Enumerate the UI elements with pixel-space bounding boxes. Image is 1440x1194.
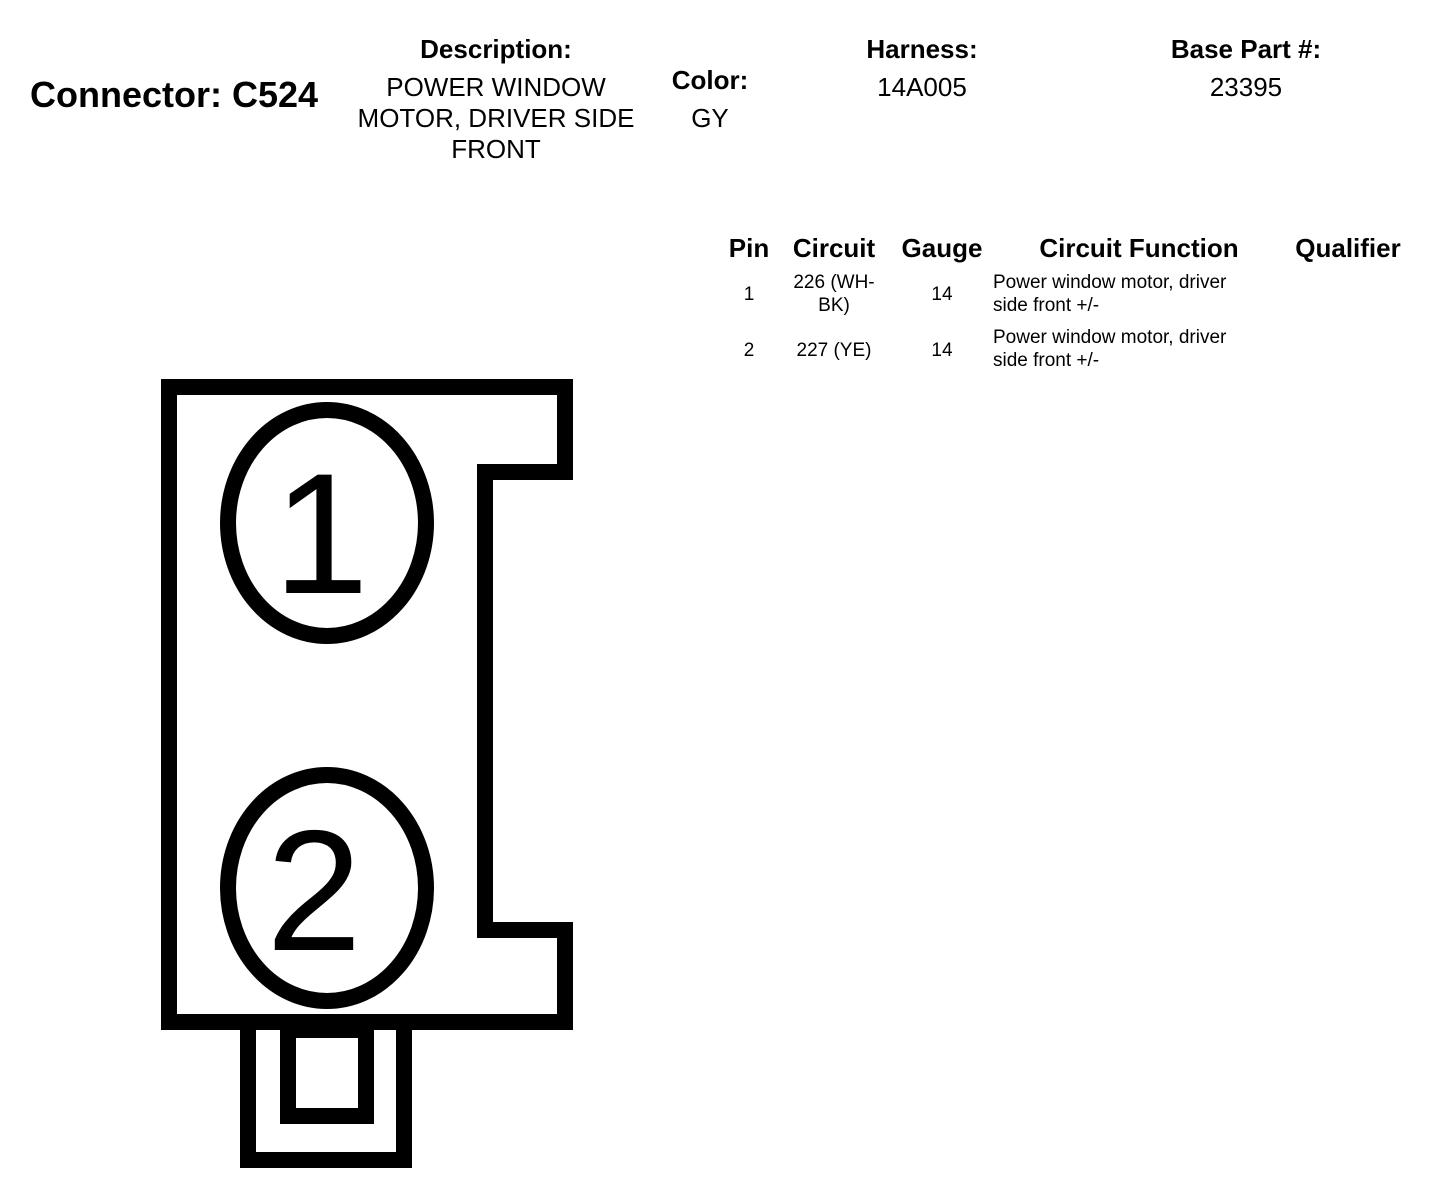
pin-2-cavity bbox=[220, 767, 434, 1009]
gauge-cell: 14 bbox=[931, 340, 953, 361]
circuit-line: BK) bbox=[818, 295, 850, 316]
description-line: MOTOR, DRIVER SIDE bbox=[357, 103, 635, 133]
harness-label: Harness: bbox=[866, 34, 978, 64]
column-header-gauge: Gauge bbox=[901, 233, 983, 263]
circuit-cell: 227 (YE) bbox=[779, 339, 889, 362]
column-header-qualifier: Qualifier bbox=[1295, 233, 1401, 263]
circuit-function-cell: Power window motor, driver side front +/… bbox=[993, 326, 1273, 372]
circuit-line: 227 (YE) bbox=[796, 340, 872, 361]
pin-1-cavity bbox=[220, 402, 434, 644]
color-label: Color: bbox=[671, 65, 749, 95]
column-header-pin: Pin bbox=[728, 233, 770, 263]
function-line: Power window motor, driver bbox=[993, 272, 1227, 293]
harness-value: 14A005 bbox=[877, 72, 967, 102]
description-line: FRONT bbox=[451, 134, 541, 164]
function-line: side front +/- bbox=[993, 350, 1100, 371]
pin-cell: 1 bbox=[743, 284, 755, 305]
locking-tab-outer bbox=[240, 1022, 412, 1168]
column-header-circuit-function: Circuit Function bbox=[1039, 233, 1239, 263]
column-header-circuit: Circuit bbox=[792, 233, 876, 263]
pin-cell: 2 bbox=[743, 340, 755, 361]
circuit-cell: 226 (WH- BK) bbox=[779, 271, 889, 317]
circuit-function-cell: Power window motor, driver side front +/… bbox=[993, 271, 1273, 317]
gauge-cell: 14 bbox=[931, 284, 953, 305]
pin-1-label: 1 bbox=[273, 438, 369, 630]
description-line: POWER WINDOW bbox=[386, 72, 606, 102]
base-part-value: 23395 bbox=[1209, 72, 1283, 102]
pin-2-label: 2 bbox=[266, 795, 362, 987]
function-line: side front +/- bbox=[993, 295, 1100, 316]
description-label: Description: bbox=[420, 34, 572, 64]
description-value: POWER WINDOW MOTOR, DRIVER SIDE FRONT bbox=[336, 72, 656, 165]
connector-title: Connector: C524 bbox=[30, 74, 319, 115]
function-line: Power window motor, driver bbox=[993, 327, 1227, 348]
circuit-line: 226 (WH- bbox=[793, 272, 875, 293]
color-value: GY bbox=[691, 103, 729, 133]
base-part-label: Base Part #: bbox=[1170, 34, 1322, 64]
locking-tab-inner bbox=[280, 1022, 374, 1124]
